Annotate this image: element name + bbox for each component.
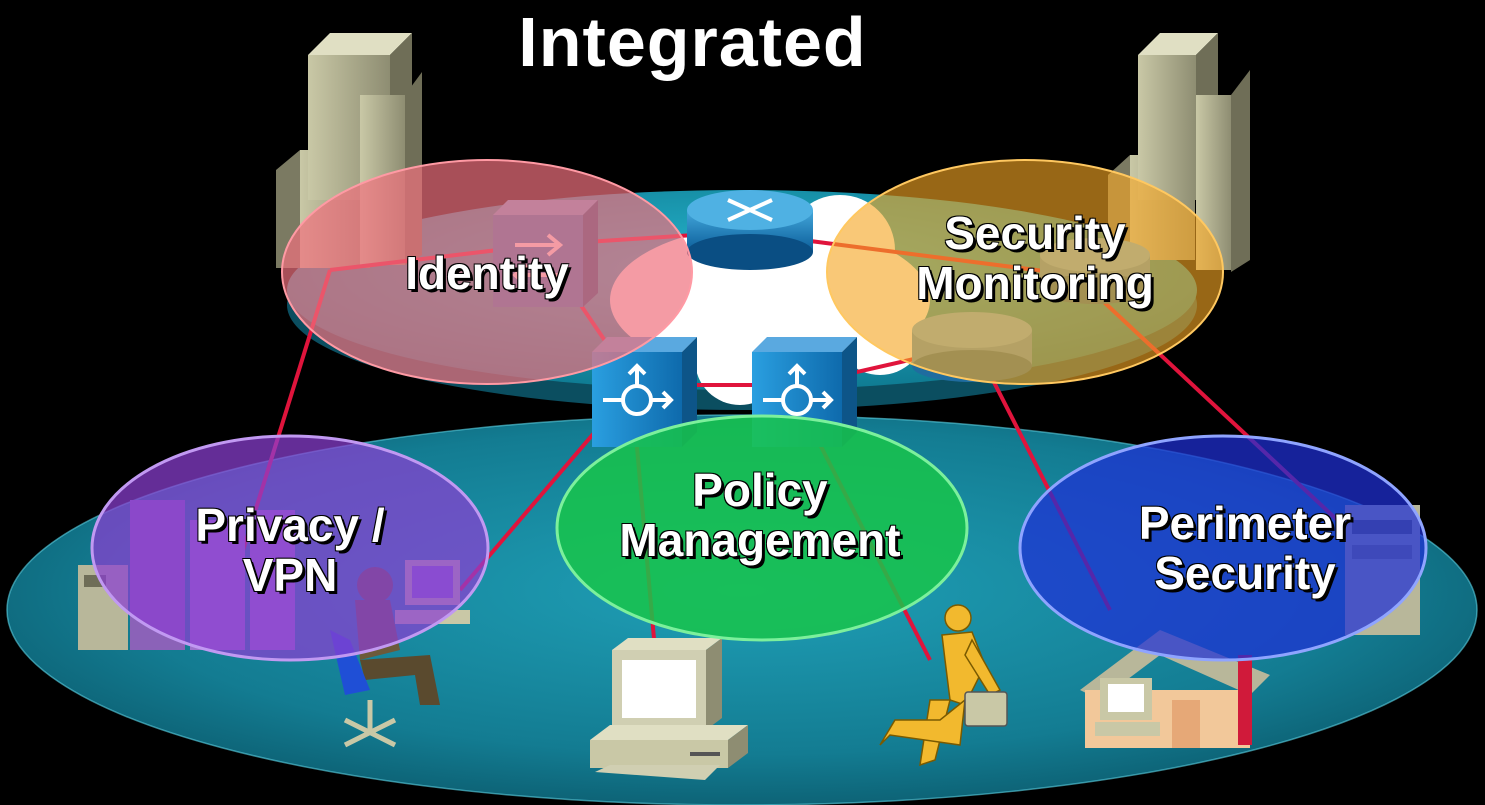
privacy-vpn-label: Privacy / VPN [140,500,440,600]
policy-management-area [555,414,969,642]
identity-area [281,159,693,385]
home-office-icon [1080,630,1270,748]
policy-management-label: Policy Management [605,465,915,565]
security-monitoring-line1: Security [944,207,1126,259]
identity-label: Identity [337,248,637,298]
security-monitoring-line2: Monitoring [916,257,1154,309]
privacy-vpn-area [90,434,490,662]
security-monitoring-area [826,159,1224,385]
perimeter-security-area [1018,434,1428,662]
desktop-computer-icon [590,638,748,780]
perimeter-security-line2: Security [1154,547,1336,599]
running-businessman-icon [879,604,1008,767]
security-monitoring-label: Security Monitoring [880,208,1190,308]
privacy-vpn-line2: VPN [242,549,338,601]
router-icon [687,190,813,270]
policy-management-line2: Management [619,514,901,566]
switch-icon [752,337,857,447]
privacy-vpn-line1: Privacy / [195,499,385,551]
identity-label-text: Identity [405,247,569,299]
diagram-title: Integrated [518,3,867,81]
perimeter-security-line1: Perimeter [1138,497,1352,549]
perimeter-security-label: Perimeter Security [1095,498,1395,598]
policy-management-line1: Policy [692,464,828,516]
